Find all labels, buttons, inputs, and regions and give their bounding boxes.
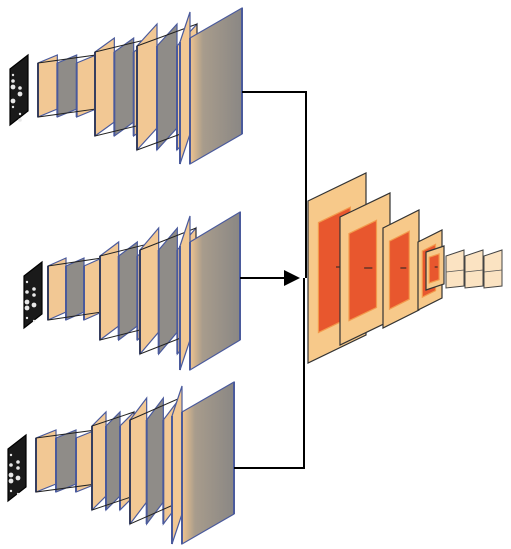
image-detail: [16, 460, 20, 464]
image-detail: [32, 293, 36, 297]
fusion-inner: [348, 219, 378, 322]
image-detail: [16, 492, 20, 496]
image-detail: [24, 299, 30, 305]
feature-slice: [171, 385, 183, 545]
image-detail: [17, 91, 23, 97]
output-unit: [445, 249, 465, 289]
image-detail: [31, 302, 37, 308]
feature-slice: [94, 36, 115, 138]
output-face: [464, 249, 484, 289]
output-divider: [445, 269, 465, 273]
feature-slice: [65, 257, 85, 321]
image-detail: [18, 86, 22, 90]
feature-slice: [55, 429, 77, 493]
connector-top: [242, 91, 307, 278]
feature-slice: [105, 410, 121, 512]
feature-slice: [129, 396, 148, 526]
image-detail: [32, 319, 36, 323]
feature-slice: [37, 54, 58, 118]
branch-3: [7, 380, 235, 546]
arrow-head: [284, 270, 300, 286]
conv-block-4: [179, 6, 243, 166]
connector-bottom: [234, 278, 305, 469]
feature-slice: [47, 257, 67, 321]
branch-2: [23, 210, 241, 372]
image-detail: [8, 472, 14, 478]
conv-block-1: [47, 257, 103, 321]
image-detail: [11, 105, 15, 109]
feature-slice: [56, 54, 78, 118]
input-image: [7, 433, 27, 503]
feature-slice: [35, 429, 57, 493]
feature-slice: [113, 36, 135, 138]
output-unit: [464, 249, 484, 289]
conv-block-2: [91, 410, 135, 512]
feature-slice: [156, 22, 178, 152]
fusion-network: [307, 172, 503, 364]
image-detail: [25, 280, 29, 284]
feature-slice: [76, 54, 97, 118]
branch-1: [9, 6, 243, 166]
image-detail: [18, 118, 22, 122]
conv-block-4: [179, 210, 241, 372]
feature-slice: [118, 240, 138, 342]
feature-slice: [99, 240, 120, 342]
image-detail: [16, 466, 20, 470]
feature-slice: [158, 226, 178, 356]
fusion-stage-3: [382, 209, 420, 329]
fusion-inner: [428, 253, 440, 284]
output-divider: [483, 269, 503, 273]
image-detail: [11, 73, 15, 77]
image-detail: [9, 489, 13, 493]
input-image: [23, 260, 43, 330]
image-detail: [25, 316, 29, 320]
output-unit: [483, 249, 503, 289]
output-divider: [464, 269, 484, 273]
conv-block-1: [35, 429, 97, 493]
image-detail: [8, 478, 14, 484]
fusion-stage-5: [425, 245, 445, 291]
image-detail: [9, 453, 13, 457]
conv-block-1: [37, 54, 97, 118]
image-detail: [9, 463, 13, 467]
fusion-inner: [388, 230, 410, 311]
image-detail: [32, 287, 36, 291]
output-face: [445, 249, 465, 289]
connectors: [234, 91, 307, 469]
image-detail: [10, 84, 16, 90]
feature-slice: [179, 215, 191, 371]
conv-block-4: [171, 380, 235, 546]
feature-slice: [189, 6, 243, 166]
feature-slice: [189, 210, 241, 372]
image-detail: [11, 79, 15, 83]
feature-slice: [139, 226, 160, 356]
input-image: [9, 53, 29, 127]
feature-slice: [91, 410, 107, 512]
output-face: [483, 249, 503, 289]
image-detail: [15, 475, 21, 481]
image-detail: [24, 305, 30, 311]
image-plane: [9, 53, 29, 127]
feature-slice: [146, 396, 164, 526]
image-detail: [10, 98, 16, 104]
feature-slice: [136, 22, 158, 152]
feature-slice: [179, 11, 191, 165]
feature-slice: [181, 380, 235, 546]
image-detail: [18, 112, 22, 116]
fusion-stage-2: [339, 192, 391, 346]
image-detail: [25, 290, 29, 294]
